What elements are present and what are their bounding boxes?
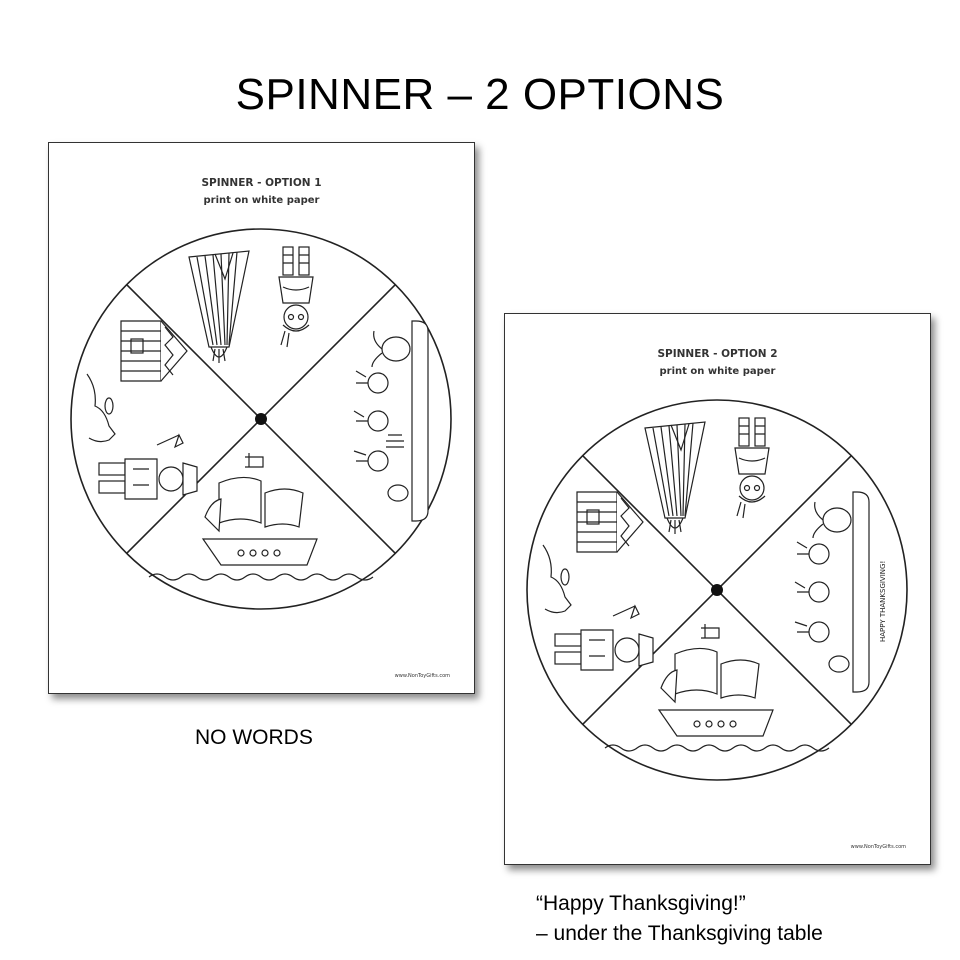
spinner-sheet-option-1: SPINNER - OPTION 1 print on white paper (48, 142, 475, 694)
native-american-boy-icon (734, 417, 770, 519)
spinner-wheel: HAPPY THANKSGIVING! (526, 399, 908, 781)
log-cabin-icon (576, 491, 644, 553)
mayflower-ship-icon (148, 453, 374, 581)
tree-stump-icon (86, 373, 116, 443)
sheet-subtitle: print on white paper (659, 366, 776, 377)
thanksgiving-table-icon: HAPPY THANKSGIVING! (794, 491, 887, 693)
option-1-caption: NO WORDS (195, 726, 313, 749)
tree-stump-icon (542, 544, 572, 614)
option-2-caption: “Happy Thanksgiving!” – under the Thanks… (536, 889, 823, 949)
main-title: SPINNER – 2 OPTIONS (235, 70, 725, 119)
thanksgiving-table-icon (353, 320, 429, 522)
mayflower-ship-icon (604, 624, 830, 752)
sheet-subtitle: print on white paper (203, 195, 320, 206)
sheet-title: SPINNER - OPTION 1 (201, 177, 322, 189)
log-cabin-icon (120, 320, 188, 382)
spinner-center-dot (711, 584, 723, 596)
spinner-sheet-option-2: SPINNER - OPTION 2 print on white paper (504, 313, 931, 865)
table-banner-text: HAPPY THANKSGIVING! (879, 561, 887, 642)
spinner-center-dot (255, 413, 267, 425)
pilgrim-with-axe-icon (554, 604, 654, 671)
spinner-wheel (70, 228, 452, 610)
tipi-icon (188, 250, 250, 363)
native-american-boy-icon (278, 246, 314, 348)
option-2-caption-line-2: – under the Thanksgiving table (536, 922, 823, 945)
website-credit: www.NonToyGifts.com (394, 673, 450, 679)
sheet-title: SPINNER - OPTION 2 (657, 348, 778, 360)
website-credit: www.NonToyGifts.com (850, 844, 906, 850)
option-2-caption-line-1: “Happy Thanksgiving!” (536, 892, 746, 915)
tipi-icon (644, 421, 706, 534)
pilgrim-with-axe-icon (98, 433, 198, 500)
